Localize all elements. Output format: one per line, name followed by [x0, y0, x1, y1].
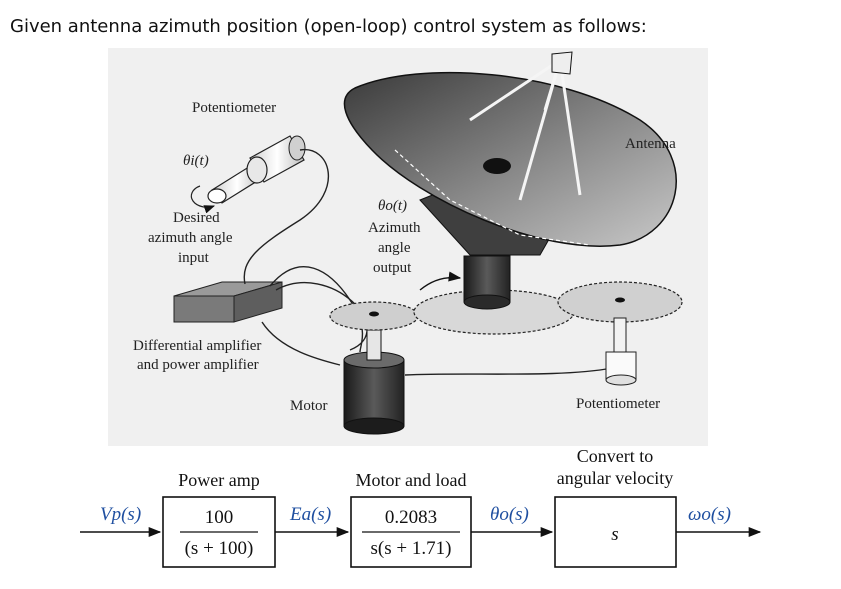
- power-amp-numerator: 100: [205, 507, 234, 528]
- theta-o-signal-label: θo(s): [490, 504, 529, 525]
- potentiometer-bottom-label: Potentiometer: [576, 396, 660, 412]
- output-signal-label: ωo(s): [688, 504, 731, 525]
- theta-i-label: θi(t): [183, 153, 209, 169]
- differential-amplifier-box: [173, 281, 283, 323]
- azimuth-label-line1: Azimuth: [368, 220, 421, 236]
- gear-train: [329, 281, 683, 335]
- angular-velocity-block: [554, 496, 677, 568]
- potentiometer-top-label: Potentiometer: [192, 100, 276, 116]
- input-signal-label: Vp(s): [100, 504, 141, 525]
- motor: [343, 329, 405, 435]
- motor-label: Motor: [290, 398, 328, 414]
- power-amp-title: Power amp: [178, 470, 259, 490]
- azimuth-label-line3: output: [373, 260, 412, 276]
- convert-title-line2: angular velocity: [557, 468, 673, 488]
- theta-o-label: θo(t): [378, 198, 407, 214]
- power-amp-denominator: (s + 100): [185, 538, 254, 559]
- azimuth-label-line2: angle: [378, 240, 411, 256]
- motor-load-title: Motor and load: [356, 470, 467, 490]
- output-rotation-arrow-icon: [419, 271, 462, 291]
- motor-load-numerator: 0.2083: [385, 507, 437, 528]
- ea-signal-label: Ea(s): [289, 504, 331, 525]
- amplifier-label-line2: and power amplifier: [137, 357, 259, 373]
- block-diagram: [80, 496, 762, 568]
- output-potentiometer: [605, 317, 637, 386]
- rotation-arrow-icon: [190, 185, 216, 214]
- desired-label-line3: input: [178, 250, 210, 266]
- problem-heading: Given antenna azimuth position (open-loo…: [10, 16, 647, 37]
- desired-label-line2: azimuth angle: [148, 230, 233, 246]
- antenna-label: Antenna: [625, 136, 676, 152]
- convert-block-content: s: [611, 524, 618, 545]
- wiring: [243, 149, 613, 376]
- input-potentiometer: [207, 135, 306, 204]
- amplifier-label-line1: Differential amplifier: [133, 338, 261, 354]
- motor-load-denominator: s(s + 1.71): [371, 538, 452, 559]
- desired-label-line1: Desired: [173, 210, 220, 226]
- antenna-dish: [343, 51, 677, 247]
- convert-title-line1: Convert to: [577, 446, 654, 466]
